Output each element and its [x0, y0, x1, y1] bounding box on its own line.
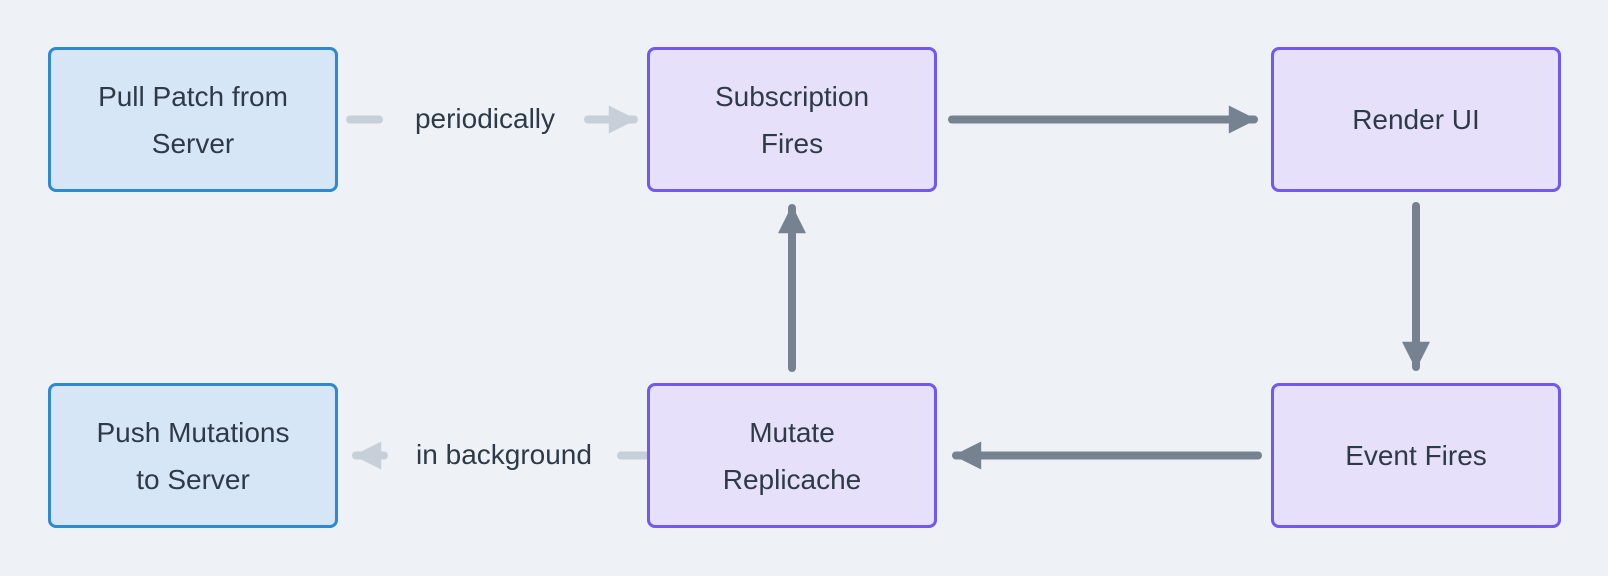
node-render-ui: Render UI [1271, 47, 1561, 192]
node-label-line: Mutate [749, 416, 835, 448]
edge-label-periodically: periodically [414, 103, 556, 134]
node-subscription-fires: Subscription Fires [647, 47, 937, 192]
node-mutate-replicache: Mutate Replicache [647, 383, 937, 528]
node-label-line: Replicache [722, 463, 862, 495]
node-label-line: to Server [136, 463, 250, 495]
node-label-line: Pull Patch from [98, 80, 288, 112]
node-label-line: Push Mutations [96, 416, 290, 448]
node-event-fires: Event Fires [1271, 383, 1561, 528]
edge-label-in-background: in background [416, 439, 592, 470]
node-label-line: Render UI [1352, 104, 1480, 135]
node-push-mutations-to-server: Push Mutations to Server [48, 383, 338, 528]
node-label-line: Fires [760, 127, 824, 159]
node-pull-patch-from-server: Pull Patch from Server [48, 47, 338, 192]
node-label-line: Server [151, 127, 235, 159]
node-label-line: Event Fires [1345, 440, 1487, 471]
node-label-line: Subscription [714, 80, 870, 112]
